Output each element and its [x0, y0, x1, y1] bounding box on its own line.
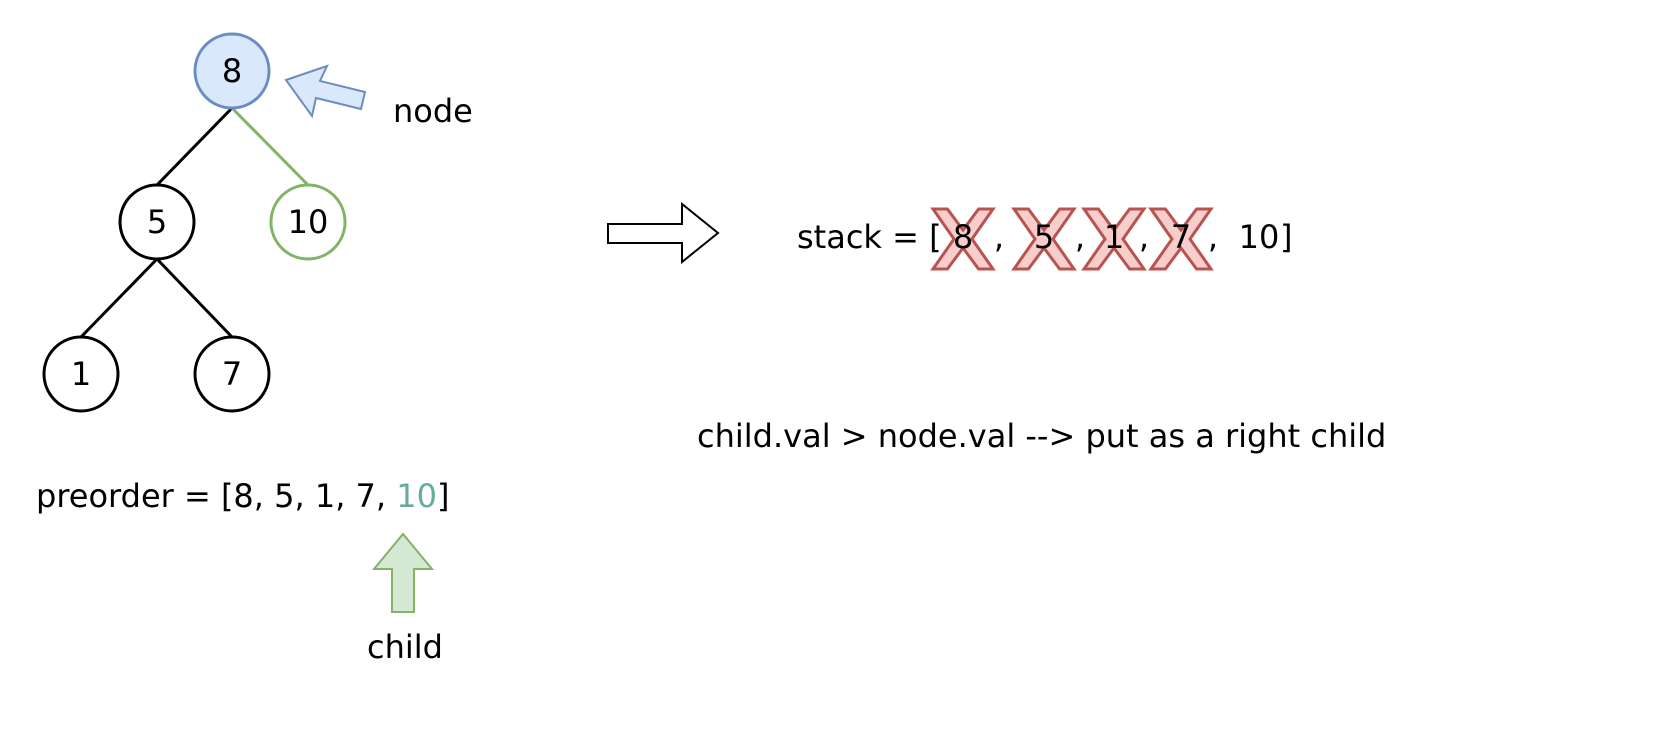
preorder-suffix: ]	[437, 477, 449, 515]
child-label: child	[367, 628, 443, 666]
node-label: node	[393, 92, 473, 130]
stack-item: 10	[1239, 218, 1280, 256]
stack-separator: ,	[1139, 218, 1149, 256]
stack-item: 7	[1171, 218, 1191, 256]
tree-node: 1	[42, 335, 120, 413]
stack-item: 5	[1034, 218, 1054, 256]
cross-icon	[1148, 207, 1214, 271]
stack-item: 1	[1104, 218, 1124, 256]
cross-icon	[930, 207, 996, 271]
arrow-up-icon	[371, 532, 435, 613]
cross-icon	[1081, 207, 1147, 271]
stack-separator: ,	[994, 218, 1004, 256]
tree-edge	[155, 106, 234, 187]
preorder-highlight-value: 10	[396, 477, 437, 515]
arrow-right-icon	[607, 201, 720, 265]
tree-node: 7	[193, 335, 271, 413]
tree-nodes: 8 5 10 1 7	[42, 32, 347, 413]
stack-array: stack = [ ] 8, 5, 1, 7, 10	[797, 207, 1292, 271]
stack-separator: ,	[1075, 218, 1085, 256]
stack-suffix: ]	[1280, 218, 1292, 256]
tree-edge	[79, 257, 159, 339]
tree-node-circle	[193, 335, 271, 413]
tree-node: 5	[118, 183, 196, 261]
arrow-left-icon	[284, 64, 367, 119]
tree-node-label: 5	[147, 203, 167, 241]
stack-item: 8	[953, 218, 973, 256]
tree-edge	[230, 106, 310, 187]
preorder-array: preorder = [8, 5, 1, 7, 10]	[36, 477, 449, 515]
rule-text: child.val > node.val --> put as a right …	[697, 417, 1386, 455]
stack-prefix: stack = [	[797, 218, 942, 256]
tree-node-label: 10	[288, 203, 329, 241]
tree-node-label: 8	[222, 52, 242, 90]
tree-node-label: 7	[222, 355, 242, 393]
tree-node-circle	[42, 335, 120, 413]
tree-edge	[155, 257, 234, 339]
tree-node-circle	[193, 32, 271, 110]
tree-node-label: 1	[71, 355, 91, 393]
tree-node: 8	[193, 32, 271, 110]
preorder-prefix: preorder = [8, 5, 1, 7,	[36, 477, 396, 515]
tree-node: 10	[269, 183, 347, 261]
stack-separator: ,	[1208, 218, 1218, 256]
tree-edges	[79, 106, 310, 339]
cross-icon	[1011, 207, 1077, 271]
tree-node-circle	[269, 183, 347, 261]
tree-node-circle	[118, 183, 196, 261]
